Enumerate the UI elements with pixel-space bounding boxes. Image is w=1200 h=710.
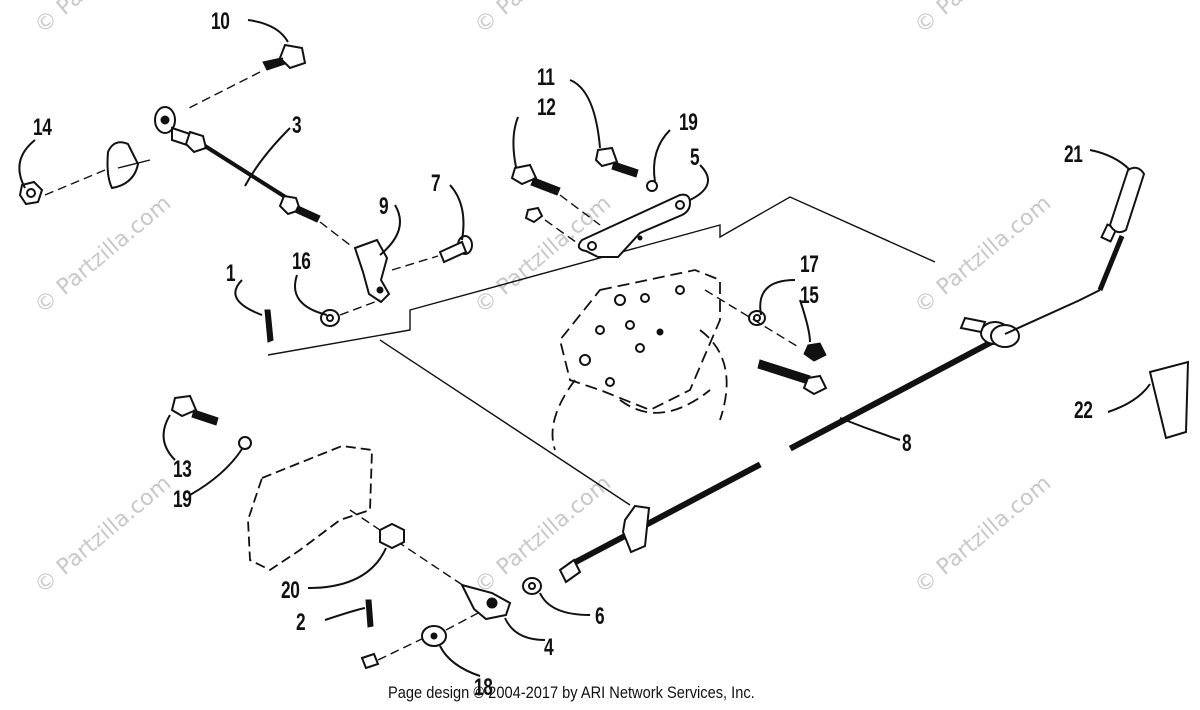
callout-4[interactable]: 4	[544, 634, 554, 661]
small-nut	[524, 206, 544, 224]
assembly-line	[391, 255, 439, 271]
callout-11[interactable]: 11	[537, 64, 555, 91]
part-3-rod-assembly	[154, 106, 321, 223]
part-1-cotter-pin	[264, 309, 274, 343]
assembly-line	[44, 169, 106, 196]
assembly-outline	[267, 196, 936, 356]
part-17-washer	[748, 310, 766, 326]
assembly-line	[445, 611, 481, 631]
copyright-footer: Page design © 2004-2017 by ARI Network S…	[388, 683, 755, 702]
part-13-bolt	[170, 394, 219, 426]
part-4-clevis	[460, 583, 512, 621]
brake-housing	[551, 269, 728, 451]
part-18-washer	[421, 625, 447, 647]
assembly-line	[559, 194, 601, 226]
part-15-nut	[803, 342, 827, 362]
callout-10[interactable]: 10	[211, 8, 230, 35]
part-12-bolt	[510, 163, 561, 196]
callout-22[interactable]: 22	[1074, 397, 1093, 424]
part-10-bolt	[262, 43, 307, 71]
assembly-line	[349, 509, 471, 591]
part-5-bracket-plate	[577, 193, 692, 258]
callout-2[interactable]: 2	[296, 609, 306, 636]
part-19-lockwasher-left	[238, 436, 252, 450]
callout-20[interactable]: 20	[281, 577, 300, 604]
assembly-line	[184, 71, 261, 111]
long-bolt	[757, 359, 828, 396]
part-7-pin	[438, 235, 473, 264]
part-16-washer	[320, 309, 340, 327]
callout-6[interactable]: 6	[595, 603, 605, 630]
assembly-line	[377, 635, 429, 661]
left-guard	[247, 445, 373, 572]
callout-8[interactable]: 8	[902, 430, 912, 457]
leader-lines	[18, 19, 1151, 677]
part-8-shaft	[558, 289, 1101, 584]
part-19-lockwasher-top	[646, 180, 658, 192]
housing-holes	[579, 285, 685, 387]
part-11-bolt	[594, 146, 639, 178]
bracket-tab	[106, 141, 140, 190]
callout-3[interactable]: 3	[292, 112, 302, 139]
callout-13[interactable]: 13	[173, 456, 192, 483]
assembly-line	[704, 289, 801, 349]
callout-12[interactable]: 12	[537, 94, 556, 121]
assembly-line	[544, 219, 581, 246]
callout-9[interactable]: 9	[379, 193, 389, 220]
part-6-washer	[522, 577, 542, 595]
callout-19-top[interactable]: 19	[679, 109, 698, 136]
callout-16[interactable]: 16	[292, 248, 311, 275]
callout-14[interactable]: 14	[33, 114, 52, 141]
callout-5[interactable]: 5	[690, 144, 700, 171]
assembly-outline-lower	[379, 339, 631, 506]
part-22-pad	[1148, 360, 1190, 440]
part-21-handle	[1097, 166, 1146, 291]
part-9-clevis	[353, 238, 391, 304]
callout-15[interactable]: 15	[800, 282, 819, 309]
assembly-line	[319, 221, 351, 246]
callout-18[interactable]: 18	[474, 674, 493, 701]
callout-7[interactable]: 7	[431, 170, 441, 197]
part-20-spacer	[379, 522, 405, 550]
part-2-pin	[360, 599, 380, 670]
callout-21[interactable]: 21	[1064, 141, 1083, 168]
callout-19-left[interactable]: 19	[173, 486, 192, 513]
assembly-line	[339, 299, 381, 316]
callout-17[interactable]: 17	[800, 251, 819, 278]
callout-1[interactable]: 1	[226, 260, 236, 287]
